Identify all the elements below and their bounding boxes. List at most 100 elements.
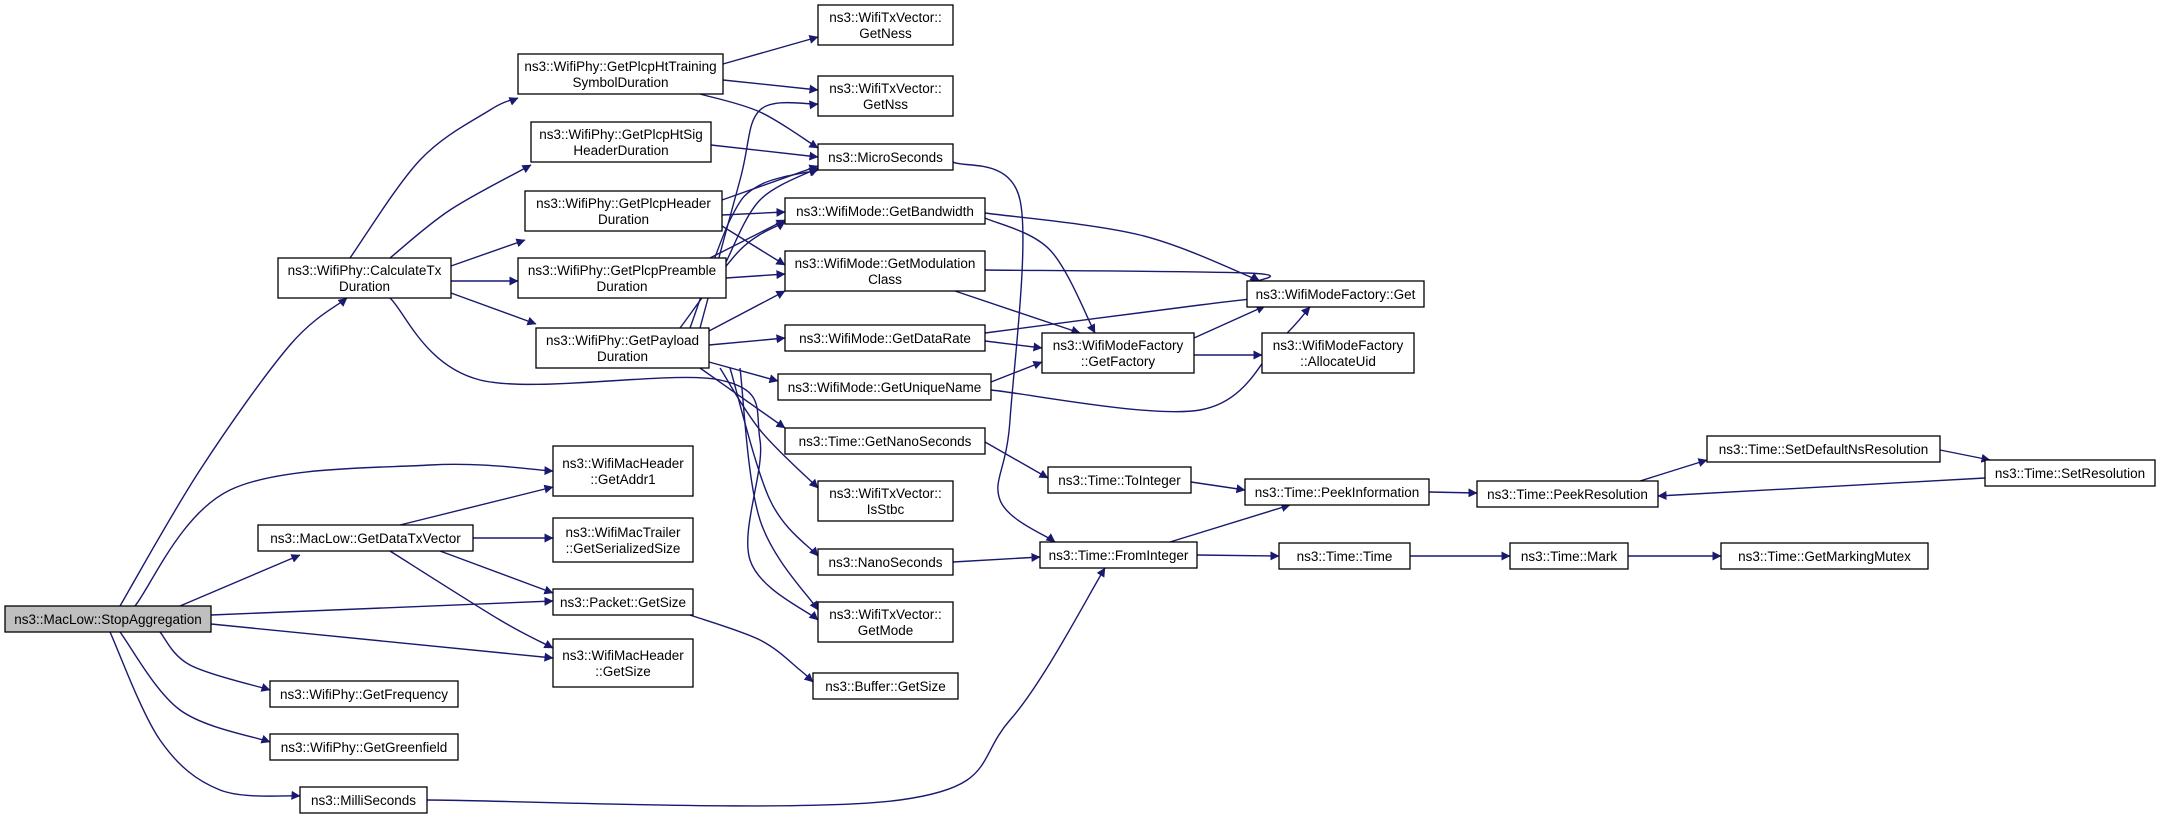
edge-calcTx-to-payload <box>450 292 537 326</box>
node-peekRes[interactable]: ns3::Time::PeekResolution <box>1476 480 1659 508</box>
node-getMode[interactable]: ns3::WifiTxVector::GetMode <box>817 601 954 643</box>
node-getFactory[interactable]: ns3::WifiModeFactory::GetFactory <box>1041 332 1195 374</box>
node-peekInfo[interactable]: ns3::Time::PeekInformation <box>1244 478 1430 506</box>
node-box <box>552 517 694 563</box>
node-allocUid[interactable]: ns3::WifiModeFactory::AllocateUid <box>1261 332 1415 374</box>
edge-milli-to-fromInt <box>426 567 1106 807</box>
node-box <box>817 480 954 522</box>
node-box <box>530 121 712 163</box>
node-label: GetNss <box>863 97 908 112</box>
node-label: ns3::Time::SetResolution <box>1995 466 2145 481</box>
node-box <box>517 53 724 95</box>
edge-stopAgg-to-pktSize <box>210 596 554 616</box>
node-box <box>1476 480 1659 508</box>
node-box <box>817 601 954 643</box>
node-label: ns3::Time::ToInteger <box>1058 473 1181 488</box>
node-label: Class <box>868 272 902 287</box>
edge-calcTx-to-htSig <box>389 164 532 259</box>
node-label: ns3::NanoSeconds <box>828 555 942 570</box>
node-dataTxVec[interactable]: ns3::MacLow::GetDataTxVector <box>257 524 474 552</box>
edge-uniqueName-to-getFactory <box>990 360 1043 383</box>
edge-modClass-to-factGet <box>984 269 1272 282</box>
node-stopAgg[interactable]: ns3::MacLow::StopAggregation <box>4 605 212 633</box>
edge-uniqueName-to-factGet <box>990 306 1311 413</box>
node-label: ns3::WifiPhy::GetFrequency <box>280 687 448 702</box>
node-getNess[interactable]: ns3::WifiTxVector::GetNess <box>817 4 954 46</box>
node-dataRate[interactable]: ns3::WifiMode::GetDataRate <box>784 324 986 352</box>
node-box <box>257 524 474 552</box>
node-hdrSize[interactable]: ns3::WifiMacHeader::GetSize <box>552 638 694 688</box>
node-isStbc[interactable]: ns3::WifiTxVector::IsStbc <box>817 480 954 522</box>
node-getNano[interactable]: ns3::Time::GetNanoSeconds <box>784 427 986 455</box>
edge-dataTxVec-to-addr1 <box>399 484 554 526</box>
node-box <box>552 638 694 688</box>
node-label: Duration <box>339 279 390 294</box>
node-box <box>817 75 954 117</box>
node-box <box>1720 542 1929 570</box>
node-factGet[interactable]: ns3::WifiModeFactory::Get <box>1246 280 1425 308</box>
node-freq[interactable]: ns3::WifiPhy::GetFrequency <box>269 680 459 708</box>
node-timeTime[interactable]: ns3::Time::Time <box>1278 542 1411 570</box>
node-box <box>299 786 428 814</box>
node-setDefNs[interactable]: ns3::Time::SetDefaultNsResolution <box>1706 435 1941 463</box>
node-label: ns3::Time::Time <box>1297 549 1393 564</box>
edge-payload-to-dataRate <box>708 334 786 346</box>
node-label: ns3::WifiMode::GetUniqueName <box>788 380 982 395</box>
node-box <box>784 197 986 225</box>
node-box <box>269 680 459 708</box>
node-label: ns3::Time::GetNanoSeconds <box>799 434 972 449</box>
node-box <box>817 548 954 576</box>
node-setRes[interactable]: ns3::Time::SetResolution <box>1984 459 2156 487</box>
node-milli[interactable]: ns3::MilliSeconds <box>299 786 428 814</box>
node-box <box>1039 541 1198 569</box>
edge-fromInt-to-timeTime <box>1196 551 1280 561</box>
node-label: ns3::WifiModeFactory::Get <box>1256 287 1416 302</box>
node-timeMark[interactable]: ns3::Time::Mark <box>1509 542 1629 570</box>
edge-dataRate-to-factGet <box>984 294 1261 334</box>
node-label: ::GetSerializedSize <box>566 541 681 556</box>
node-label: ns3::WifiMacTrailer <box>565 525 681 540</box>
node-bufSize[interactable]: ns3::Buffer::GetSize <box>812 672 959 700</box>
node-toInteger[interactable]: ns3::Time::ToInteger <box>1047 466 1192 494</box>
node-box <box>812 672 959 700</box>
node-addr1[interactable]: ns3::WifiMacHeader::GetAddr1 <box>552 445 694 497</box>
edge-plcpPre-to-modClass <box>725 270 786 280</box>
node-nanoSec[interactable]: ns3::NanoSeconds <box>817 548 954 576</box>
node-box <box>784 324 986 352</box>
edge-stopAgg-to-greenfield <box>119 631 271 744</box>
node-getNss[interactable]: ns3::WifiTxVector::GetNss <box>817 75 954 117</box>
node-uniqueName[interactable]: ns3::WifiMode::GetUniqueName <box>777 373 992 401</box>
edge-peekRes-to-setDefNs <box>1639 458 1708 482</box>
node-label: Duration <box>597 349 648 364</box>
node-box <box>517 257 727 299</box>
node-label: ns3::WifiMode::GetModulation <box>795 256 976 271</box>
node-label: ns3::WifiPhy::CalculateTx <box>288 263 442 278</box>
edge-plcpPre-to-bandwidth <box>709 219 786 259</box>
edge-nanoSec-to-fromInt <box>952 552 1041 563</box>
call-nodes: ns3::MacLow::StopAggregationns3::WifiPhy… <box>4 4 2156 814</box>
edge-payload-to-modClass <box>708 290 786 332</box>
node-micro[interactable]: ns3::MicroSeconds <box>817 143 954 171</box>
node-trailerSize[interactable]: ns3::WifiMacTrailer::GetSerializedSize <box>552 517 694 563</box>
edge-dataTxVec-to-hdrSize <box>389 550 554 649</box>
edge-dataTxVec-to-pktSize <box>439 550 554 595</box>
node-fromInt[interactable]: ns3::Time::FromInteger <box>1039 541 1198 569</box>
node-label: ns3::MacLow::GetDataTxVector <box>270 531 461 546</box>
node-label: ::GetSize <box>595 664 651 679</box>
node-label: ns3::Time::PeekResolution <box>1487 487 1648 502</box>
node-pktSize[interactable]: ns3::Packet::GetSize <box>552 588 694 616</box>
node-box <box>552 588 694 616</box>
node-markMutex[interactable]: ns3::Time::GetMarkingMutex <box>1720 542 1929 570</box>
node-bandwidth[interactable]: ns3::WifiMode::GetBandwidth <box>784 197 986 225</box>
node-greenfield[interactable]: ns3::WifiPhy::GetGreenfield <box>269 733 459 761</box>
node-box <box>535 327 710 369</box>
node-htTrain[interactable]: ns3::WifiPhy::GetPlcpHtTrainingSymbolDur… <box>517 53 724 95</box>
node-label: ns3::MacLow::StopAggregation <box>14 612 202 627</box>
call-edges <box>109 35 1991 807</box>
